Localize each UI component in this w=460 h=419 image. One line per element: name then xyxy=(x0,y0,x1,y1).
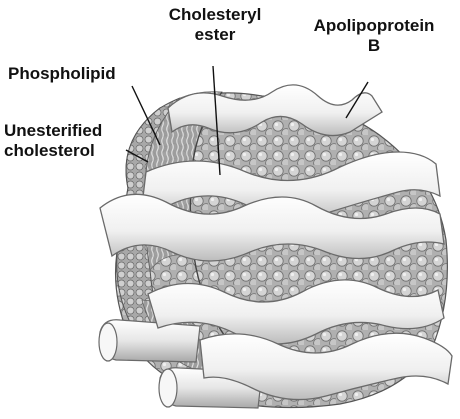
label-cholesteryl-ester-line2: ester xyxy=(152,25,278,45)
label-apolipoprotein-b: Apolipoprotein B xyxy=(296,16,452,56)
label-cholesteryl-ester: Cholesteryl ester xyxy=(152,5,278,45)
label-phospholipid-text: Phospholipid xyxy=(8,64,116,84)
tube-end-left-cap xyxy=(99,323,117,361)
label-cholesteryl-ester-line1: Cholesteryl xyxy=(152,5,278,25)
label-unesterified-cholesterol-line2: cholesterol xyxy=(4,141,102,161)
label-apolipoprotein-b-line2: B xyxy=(296,36,452,56)
label-unesterified-cholesterol-line1: Unesterified xyxy=(4,121,102,141)
label-phospholipid: Phospholipid xyxy=(8,64,116,84)
label-apolipoprotein-b-line1: Apolipoprotein xyxy=(296,16,452,36)
tube-end-bottom-cap xyxy=(159,369,177,407)
label-unesterified-cholesterol: Unesterified cholesterol xyxy=(4,121,102,161)
